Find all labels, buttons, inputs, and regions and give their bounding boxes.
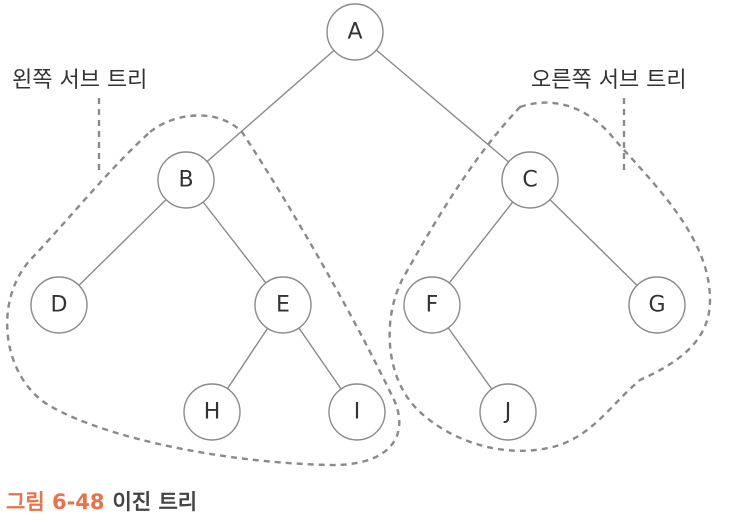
node-label: H — [204, 400, 221, 425]
node-circle — [183, 383, 241, 441]
tree-node-a: A — [326, 3, 384, 61]
node-label: A — [347, 20, 362, 45]
edge-c-g — [529, 179, 658, 306]
tree-node-i: I — [328, 383, 386, 441]
node-label: D — [51, 293, 68, 318]
edge-a-b — [185, 31, 356, 181]
node-circle — [403, 276, 461, 334]
node-circle — [328, 383, 386, 441]
node-label: I — [354, 400, 361, 425]
tree-node-e: E — [254, 276, 312, 334]
tree-node-h: H — [183, 383, 241, 441]
node-label: G — [648, 293, 665, 318]
tree-node-g: G — [628, 276, 686, 334]
left-subtree-outline — [5, 114, 401, 467]
node-label: F — [426, 293, 439, 318]
caption-number: 그림 6-48 — [6, 490, 105, 514]
figure-caption: 그림 6-48 이진 트리 — [6, 486, 197, 516]
tree-node-b: B — [157, 151, 215, 209]
right-subtree-outline — [388, 101, 712, 452]
edge-a-c — [354, 31, 531, 181]
left-subtree-label: 왼쪽 서브 트리 — [12, 68, 147, 93]
node-label: B — [178, 168, 193, 193]
edge-b-d — [58, 179, 187, 306]
node-circle — [479, 383, 537, 441]
tree-nodes: A B C D E F G H I J — [30, 3, 686, 441]
right-subtree-label: 오른쪽 서브 트리 — [531, 68, 687, 93]
tree-node-f: F — [403, 276, 461, 334]
node-label: J — [503, 400, 512, 425]
tree-node-j: J — [479, 383, 537, 441]
node-circle — [501, 151, 559, 209]
node-circle — [326, 3, 384, 61]
tree-node-c: C — [501, 151, 559, 209]
binary-tree-diagram: 왼쪽 서브 트리 오른쪽 서브 트리 A B C D E F G H I J — [5, 3, 712, 467]
node-label: C — [522, 168, 537, 193]
node-circle — [157, 151, 215, 209]
node-label: E — [276, 293, 290, 318]
node-circle — [254, 276, 312, 334]
node-circle — [628, 276, 686, 334]
caption-title: 이진 트리 — [112, 490, 198, 514]
node-circle — [30, 276, 88, 334]
tree-node-d: D — [30, 276, 88, 334]
